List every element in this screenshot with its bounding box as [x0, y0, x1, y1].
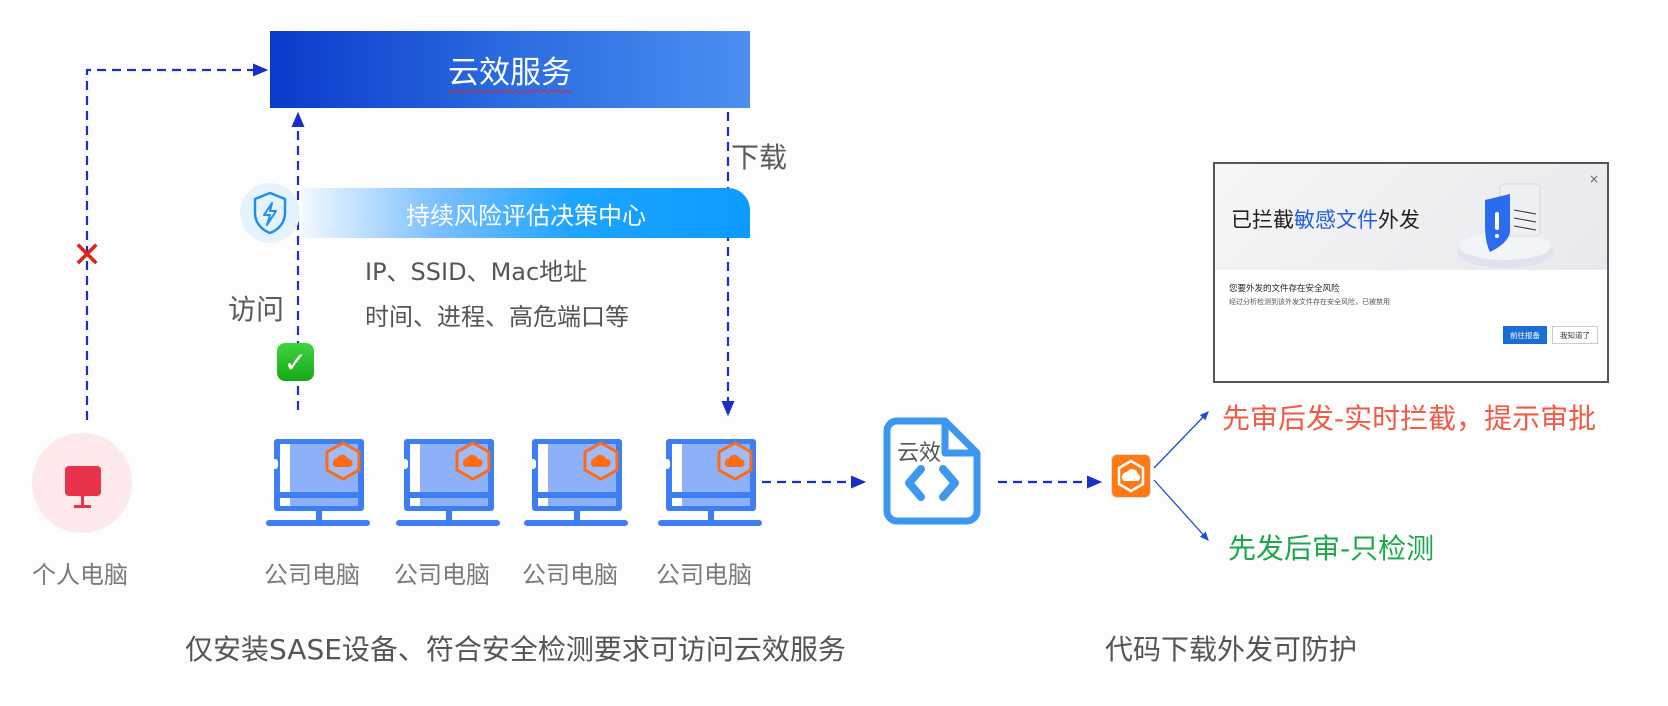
- risk-center-banner: 持续风险评估决策中心: [302, 188, 750, 238]
- company-monitor-icon: [266, 439, 370, 526]
- company-monitor-icon: [396, 439, 500, 526]
- company-pc-label: 公司电脑: [656, 561, 752, 589]
- risk-factor-network: IP、SSID、Mac地址: [365, 258, 588, 286]
- company-monitor-icon: [524, 439, 628, 526]
- company-monitor-icon: [658, 439, 762, 526]
- company-pc: [266, 437, 370, 527]
- allowed-check-icon: ✓: [277, 343, 314, 381]
- acknowledge-button[interactable]: 我知道了: [1552, 326, 1598, 344]
- cloud-service-title: 云效服务: [448, 55, 572, 91]
- company-pc-label: 公司电脑: [394, 561, 490, 589]
- cloud-service-box: 云效服务: [270, 31, 750, 108]
- dialog-header: 已拦截敏感文件外发 ×: [1215, 164, 1607, 270]
- caption-access-policy: 仅安装SASE设备、符合安全检测要求可访问云效服务: [185, 633, 846, 666]
- company-pc: [524, 437, 628, 527]
- sase-app-icon: [1111, 454, 1151, 498]
- dialog-title: 已拦截敏感文件外发: [1231, 208, 1420, 232]
- blocked-mark-icon: ✕: [72, 235, 102, 276]
- personal-pc-icon: [32, 433, 132, 533]
- code-file-icon: [883, 417, 981, 525]
- personal-access-line: [85, 63, 269, 420]
- risk-factor-process: 时间、进程、高危端口等: [365, 303, 629, 331]
- intercept-dialog: 已拦截敏感文件外发 × 您要外发的文件存在安全风险 经过分析检测到该外发文件存在…: [1213, 162, 1609, 383]
- report-button[interactable]: 前往报备: [1503, 326, 1547, 344]
- access-label: 访问: [228, 293, 285, 326]
- shield-lightning-icon: [253, 191, 287, 235]
- risk-center-title: 持续风险评估决策中心: [406, 201, 646, 230]
- personal-pc-label: 个人电脑: [32, 561, 128, 589]
- dialog-subtitle: 您要外发的文件存在安全风险: [1229, 284, 1340, 294]
- shield-alert-illustration-icon: [1457, 183, 1553, 268]
- close-icon[interactable]: ×: [1588, 172, 1599, 186]
- code-file: 云效: [883, 417, 981, 525]
- shield-badge: [240, 183, 300, 243]
- download-label: 下载: [731, 141, 788, 174]
- mode-send-first: 先发后审-只检测: [1228, 532, 1435, 565]
- company-pc-label: 公司电脑: [522, 561, 618, 589]
- company-pc: [396, 437, 500, 527]
- company-pc: [658, 437, 762, 527]
- code-file-label: 云效: [897, 441, 942, 466]
- mode-audit-first: 先审后发-实时拦截，提示审批: [1222, 402, 1597, 435]
- dialog-description: 经过分析检测到该外发文件存在安全风险，已被禁用: [1229, 298, 1390, 306]
- monitor-icon: [65, 466, 101, 508]
- company-pc-label: 公司电脑: [264, 561, 360, 589]
- branch-line-audit: [1153, 411, 1209, 469]
- caption-download-protection: 代码下载外发可防护: [1105, 633, 1358, 666]
- branch-line-send: [1153, 479, 1209, 541]
